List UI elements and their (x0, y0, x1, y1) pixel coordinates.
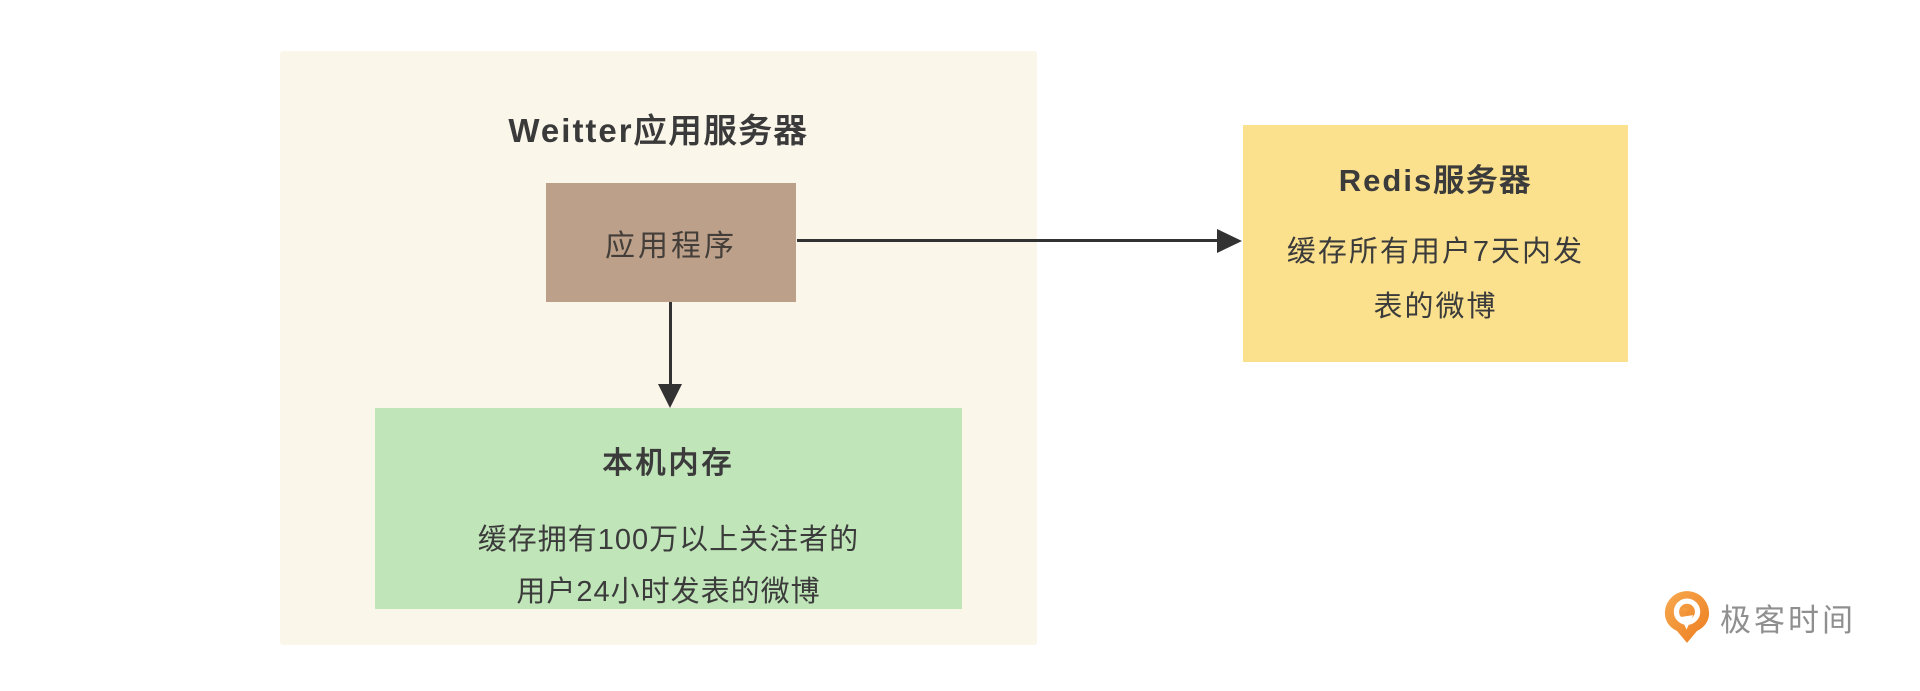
local-memory-title: 本机内存 (602, 447, 735, 480)
local-memory-desc-line1: 缓存拥有100万以上关注者的 (477, 524, 860, 556)
weitter-server-title: Weitter应用服务器 (508, 112, 809, 149)
app-node: 应用程序 (546, 183, 796, 302)
local-memory-description: 缓存拥有100万以上关注者的 用户24小时发表的微博 (375, 514, 962, 618)
redis-desc-line2: 表的微博 (1373, 291, 1498, 323)
geektime-logo-text: 极客时间 (1720, 602, 1856, 638)
redis-title: Redis服务器 (1338, 163, 1533, 198)
redis-node: Redis服务器 缓存所有用户7天内发 表的微博 (1243, 125, 1628, 362)
arrow-right-head-icon (1217, 229, 1242, 253)
local-memory-desc-line2: 用户24小时发表的微博 (516, 576, 821, 608)
arrow-app-to-redis-line (797, 239, 1219, 242)
arrow-app-to-memory-line (669, 302, 672, 386)
arrow-down-head-icon (658, 384, 682, 408)
app-node-label: 应用程序 (605, 229, 737, 263)
local-memory-node: 本机内存 缓存拥有100万以上关注者的 用户24小时发表的微博 (375, 408, 962, 609)
redis-desc-line1: 缓存所有用户7天内发 (1286, 236, 1585, 268)
geektime-pin-icon (1664, 591, 1710, 643)
redis-description: 缓存所有用户7天内发 表的微博 (1243, 225, 1628, 335)
geektime-logo: 极客时间 (1663, 591, 1856, 643)
